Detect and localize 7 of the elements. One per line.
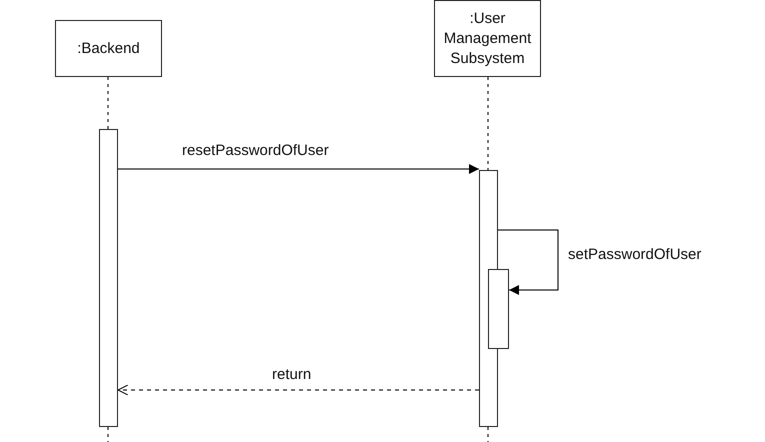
activation-bar <box>488 269 509 349</box>
activation-bar <box>99 129 118 427</box>
message-arrow <box>498 230 558 295</box>
lifeline-head: :Backend <box>55 20 162 77</box>
message-arrow <box>118 164 480 174</box>
return-arrow <box>118 384 480 396</box>
lifeline-head: :User Management Subsystem <box>434 0 541 77</box>
